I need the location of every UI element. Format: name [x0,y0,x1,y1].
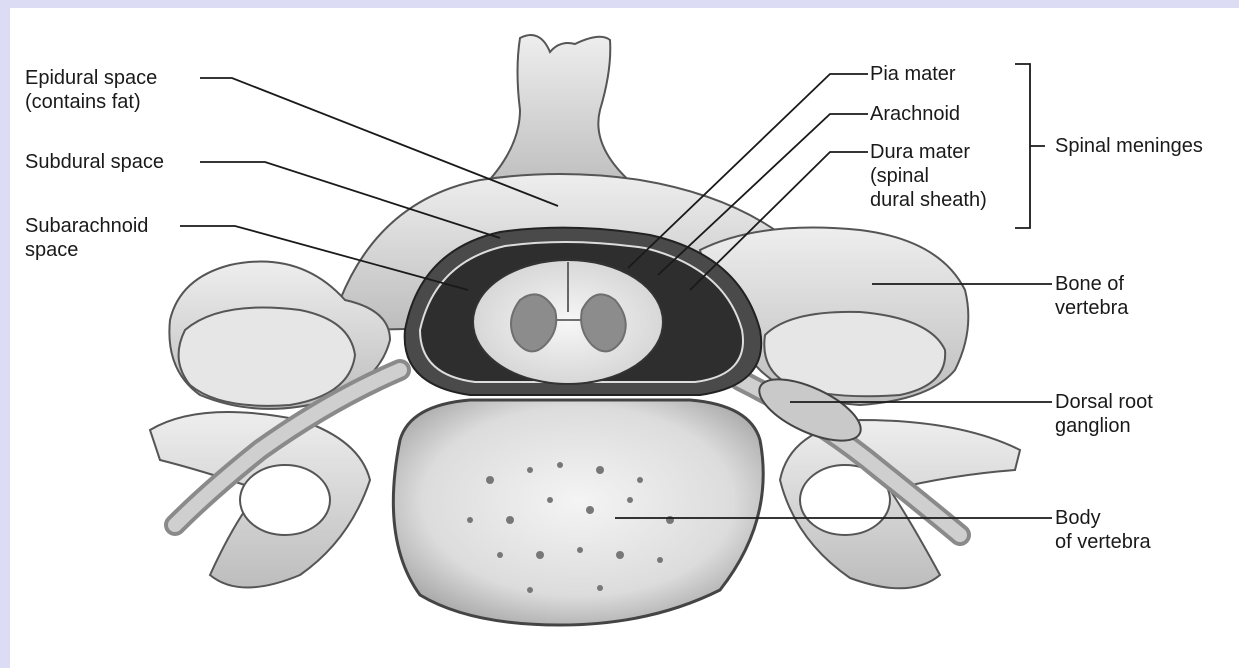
label-arachnoid: Arachnoid [870,102,960,126]
label-spinal-meninges: Spinal meninges [1055,134,1203,158]
label-subdural-space: Subdural space [25,150,164,174]
meninges-bracket [1015,64,1045,228]
label-epidural-space: Epidural space (contains fat) [25,66,157,114]
left-transverse-foramen [240,465,330,535]
label-dorsal-root-ganglion: Dorsal root ganglion [1055,390,1153,438]
spinous-process [480,35,640,190]
label-pia-mater: Pia mater [870,62,956,86]
label-bone-of-vertebra: Bone of vertebra [1055,272,1128,320]
label-body-of-vertebra: Body of vertebra [1055,506,1151,554]
label-subarachnoid-space: Subarachnoid space [25,214,148,262]
left-articular-facet [179,308,355,406]
label-dura-mater: Dura mater (spinal dural sheath) [870,140,987,212]
vertebral-body [393,400,763,625]
